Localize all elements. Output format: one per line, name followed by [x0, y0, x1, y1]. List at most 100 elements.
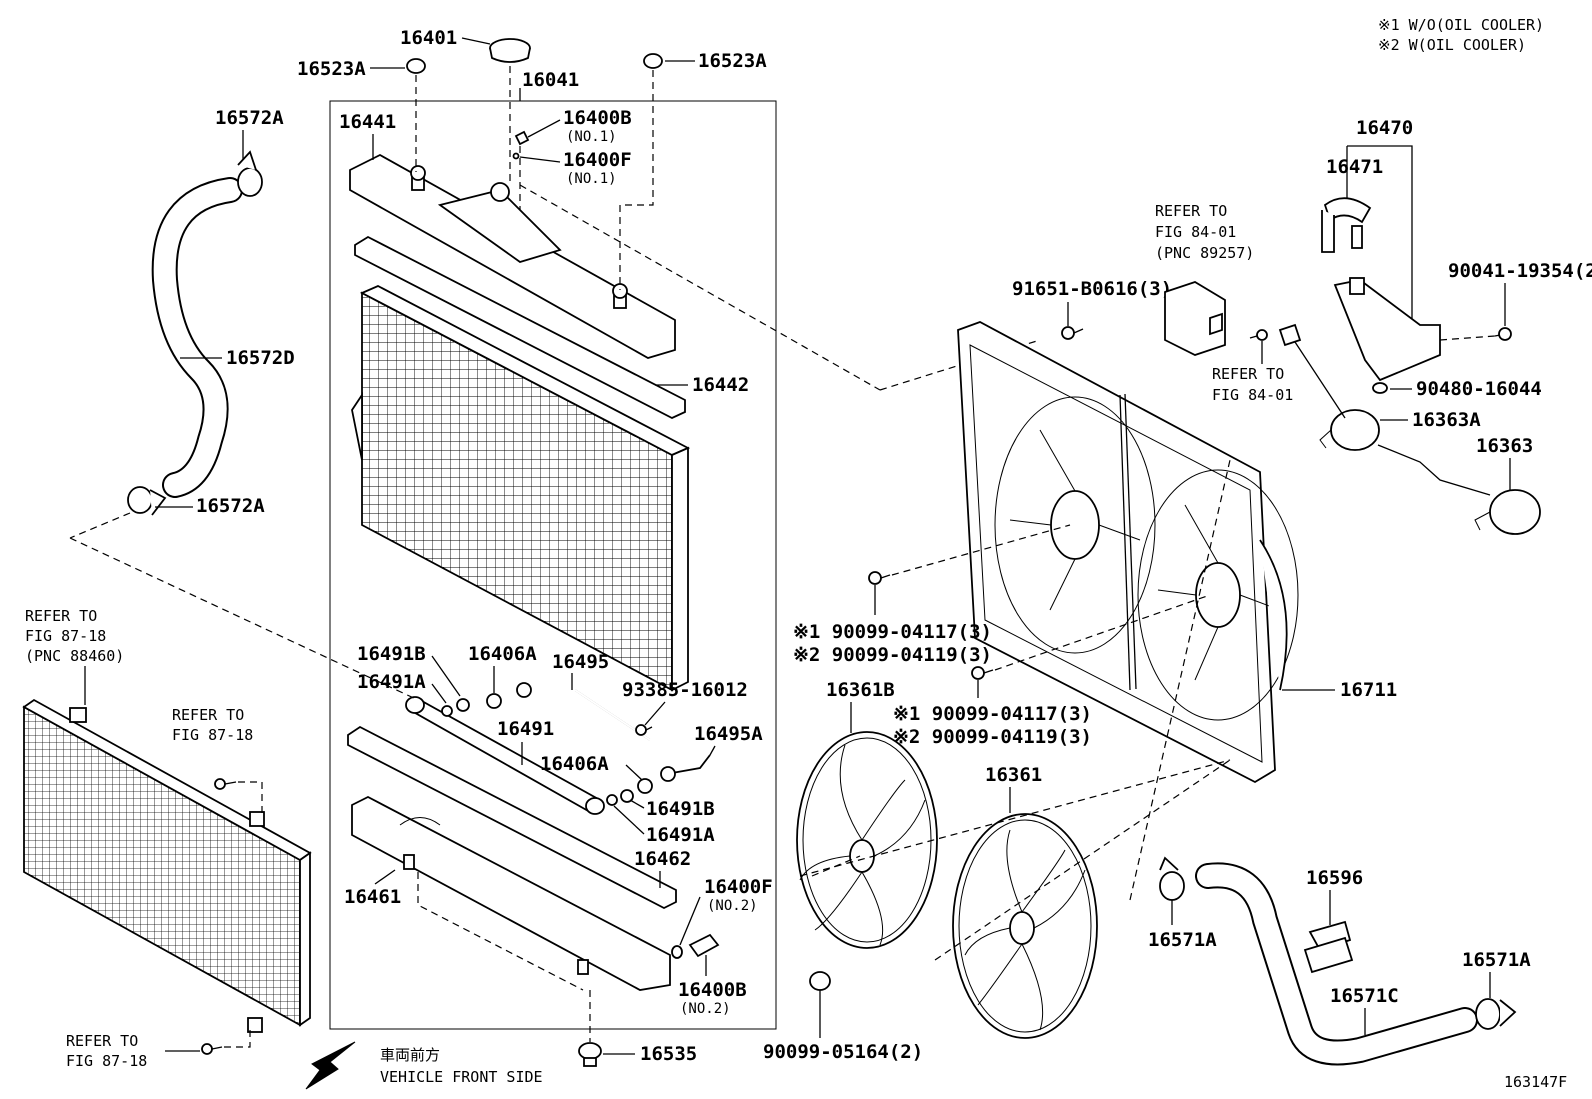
- label-16471: 16471: [1326, 156, 1383, 178]
- washer-16491B-right: [620, 789, 634, 803]
- label-16406A-bottom: 16406A: [540, 753, 609, 775]
- refer3-line3: (PNC 88460): [25, 647, 124, 665]
- label-16400F-top: 16400F: [563, 149, 632, 171]
- label-16363: 16363: [1476, 435, 1533, 457]
- legend-line-1: ※1 W/O(OIL COOLER): [1378, 16, 1544, 34]
- label-16361B: 16361B: [826, 679, 895, 701]
- label-16400F-bottom: 16400F: [704, 876, 773, 898]
- relay-bolt: [1249, 329, 1268, 341]
- label-16462: 16462: [634, 848, 691, 870]
- label-90041: 90041-19354(2): [1448, 260, 1592, 282]
- label-16442: 16442: [692, 374, 749, 396]
- washer-16491A-left: [441, 705, 453, 717]
- label-16572D: 16572D: [226, 347, 295, 369]
- label-16400B-top: 16400B: [563, 107, 632, 129]
- fan-16361B: [796, 731, 938, 949]
- label-16363A: 16363A: [1412, 409, 1481, 431]
- clamp-16572A-bottom: [127, 486, 167, 516]
- refer5-line1: REFER TO: [66, 1032, 138, 1050]
- radiator-assembly-frame: [329, 100, 777, 1030]
- refer2-line1: REFER TO: [1212, 365, 1284, 383]
- motor-bracket-16470: [1333, 277, 1441, 382]
- condenser-bolt-upper: [214, 778, 237, 790]
- bolt-93385: [635, 724, 653, 736]
- label-90099-b2: ※2 90099-04119(3): [893, 726, 1092, 748]
- oil-hose-16495A: [660, 754, 711, 782]
- drain-cock-no2: [671, 933, 720, 959]
- washer-16491B-left: [456, 698, 470, 712]
- clamp-16572A-top: [237, 150, 263, 197]
- condenser: [22, 698, 312, 1033]
- refer1-line2: FIG 84-01: [1155, 223, 1236, 241]
- label-16572A-top: 16572A: [215, 107, 284, 129]
- label-16470: 16470: [1356, 117, 1413, 139]
- label-16406A-top: 16406A: [468, 643, 537, 665]
- condenser-bolt-lower: [201, 1043, 223, 1055]
- fan-motor-16363: [1377, 444, 1541, 535]
- label-90099-a2: ※2 90099-04119(3): [793, 644, 992, 666]
- shroud-bolt-lower: [971, 666, 994, 680]
- nut-16406A-bottom: [637, 778, 653, 794]
- clip-16523A-right: [643, 53, 663, 69]
- label-90099-b1: ※1 90099-04117(3): [893, 703, 1092, 725]
- fan-shroud-16711: [957, 321, 1299, 784]
- vehicle-front-arrow: [305, 1041, 356, 1090]
- bolt-91651: [1061, 326, 1084, 340]
- label-93385: 93385-16012: [622, 679, 748, 701]
- label-16491: 16491: [497, 718, 554, 740]
- label-16400F-top-sub: (NO.1): [566, 171, 617, 187]
- protector-16596: [1303, 920, 1354, 974]
- fan-16361: [952, 813, 1098, 1039]
- refer1-line1: REFER TO: [1155, 202, 1227, 220]
- label-90099-05164: 90099-05164(2): [763, 1041, 923, 1063]
- label-16400B-top-sub: (NO.1): [566, 129, 617, 145]
- nut-16406A-top: [486, 693, 502, 709]
- label-16495A: 16495A: [694, 723, 763, 745]
- refer2-line2: FIG 84-01: [1212, 386, 1293, 404]
- label-16361: 16361: [985, 764, 1042, 786]
- clip-16523A-left: [406, 58, 426, 74]
- label-16571A-right: 16571A: [1462, 949, 1531, 971]
- label-16571A-left: 16571A: [1148, 929, 1217, 951]
- label-16441: 16441: [339, 111, 396, 133]
- wire-clamp-16471: [1321, 197, 1372, 253]
- fan-motor-16363A: [1278, 323, 1380, 451]
- upper-gasket: [354, 235, 686, 420]
- label-91651: 91651-B0616(3): [1012, 278, 1172, 300]
- label-16596: 16596: [1306, 867, 1363, 889]
- vehicle-front-english: VEHICLE FRONT SIDE: [380, 1068, 543, 1086]
- label-16523A-left: 16523A: [297, 58, 366, 80]
- label-16535: 16535: [640, 1043, 697, 1065]
- label-16400B-bottom: 16400B: [678, 979, 747, 1001]
- drain-plug-no1: [512, 130, 530, 160]
- figure-id: 163147F: [1504, 1073, 1567, 1091]
- refer3-line2: FIG 87-18: [25, 627, 106, 645]
- label-16401: 16401: [400, 27, 457, 49]
- clamp-16571A-left: [1159, 856, 1185, 901]
- lower-hose-16571C: [1195, 862, 1478, 1066]
- nut-90480: [1372, 382, 1388, 394]
- bolt-90041: [1494, 327, 1512, 341]
- clamp-16571A-right: [1475, 998, 1517, 1030]
- label-16491A-right: 16491A: [646, 824, 715, 846]
- upper-hose-16572D: [151, 177, 243, 498]
- radiator-cap: [489, 38, 531, 63]
- label-16491B-right: 16491B: [646, 798, 715, 820]
- refer4-line2: FIG 87-18: [172, 726, 253, 744]
- label-16711: 16711: [1340, 679, 1397, 701]
- upper-tank-part: [349, 153, 676, 359]
- refer3-line1: REFER TO: [25, 607, 97, 625]
- lower-gasket: [347, 725, 677, 910]
- label-16461: 16461: [344, 886, 401, 908]
- shroud-bolt-upper: [868, 571, 891, 585]
- refer1-line3: (PNC 89257): [1155, 244, 1254, 262]
- legend-line-2: ※2 W(OIL COOLER): [1378, 36, 1526, 54]
- label-16495: 16495: [552, 651, 609, 673]
- refer5-line2: FIG 87-18: [66, 1052, 147, 1070]
- oil-cooler-16491: [405, 696, 605, 815]
- lower-tank-part: [351, 795, 671, 991]
- washer-16491A-right: [606, 794, 618, 806]
- label-16523A-right: 16523A: [698, 50, 767, 72]
- refer4-line1: REFER TO: [172, 706, 244, 724]
